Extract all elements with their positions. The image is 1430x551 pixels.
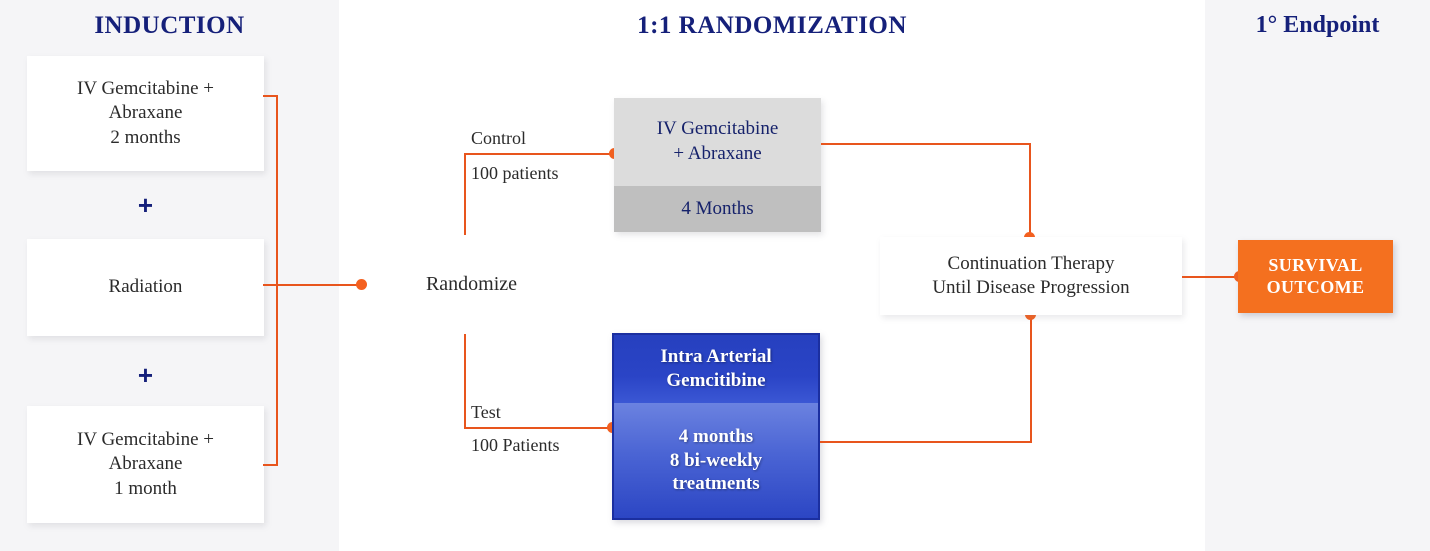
- continuation-line-2: Until Disease Progression: [932, 277, 1130, 298]
- connector-test-vertical: [464, 334, 466, 429]
- test-arm-detail: 4 months 8 bi-weekly treatments: [614, 403, 818, 518]
- induction-box-3-line-3: 1 month: [114, 477, 177, 499]
- randomize-decision-node: Randomize: [378, 233, 565, 336]
- test-arm-title-line-2: Gemcitibine: [666, 370, 766, 391]
- induction-box-1-line-2: Abraxane: [108, 102, 183, 124]
- test-arm-box: Intra Arterial Gemcitibine 4 months 8 bi…: [612, 333, 820, 520]
- continuation-therapy-box: Continuation Therapy Until Disease Progr…: [880, 237, 1182, 315]
- continuation-line-1: Continuation Therapy: [947, 252, 1115, 274]
- induction-box-3-line-1: IV Gemcitabine +: [77, 429, 214, 451]
- test-arm-title: Intra Arterial Gemcitibine: [614, 335, 818, 403]
- induction-box-1-line-1: IV Gemcitabine +: [77, 78, 214, 100]
- branch-label-control-patients: 100 patients: [471, 163, 559, 183]
- connector-test-horizontal: [464, 427, 617, 429]
- test-arm-title-line-1: Intra Arterial: [660, 346, 772, 368]
- connector-induction-spine: [276, 95, 278, 466]
- column-header-randomization: 1:1 RANDOMIZATION: [637, 12, 907, 39]
- test-arm-detail-line-3: treatments: [672, 473, 760, 495]
- connector-induction-stub-top: [263, 95, 278, 97]
- branch-label-control: Control: [471, 128, 527, 148]
- plus-sign-2: +: [137, 360, 154, 390]
- survival-outcome-box: SURVIVAL OUTCOME: [1238, 240, 1393, 313]
- induction-box-gem-abraxane-1month: IV Gemcitabine + Abraxane 1 month: [27, 406, 264, 523]
- connector-control-to-continuation-h: [821, 143, 1031, 145]
- connector-induction-to-randomize: [276, 284, 363, 286]
- plus-sign-1: +: [137, 190, 154, 220]
- control-arm-title: IV Gemcitabine + Abraxane: [614, 98, 821, 186]
- connector-induction-stub-bottom: [263, 464, 278, 466]
- induction-box-1-line-3: 2 months: [110, 126, 181, 148]
- column-header-induction: INDUCTION: [94, 12, 245, 39]
- connector-control-vertical: [464, 153, 466, 235]
- test-arm-detail-line-2: 8 bi-weekly: [669, 449, 763, 471]
- branch-label-test-patients: 100 Patients: [471, 435, 560, 455]
- induction-box-2-line-1: Radiation: [108, 276, 183, 298]
- connector-control-to-continuation-v: [1029, 143, 1031, 239]
- control-arm-duration: 4 Months: [614, 186, 821, 232]
- column-header-endpoint: 1° Endpoint: [1255, 12, 1380, 38]
- randomize-label: Randomize: [425, 273, 518, 295]
- connector-control-horizontal: [464, 153, 619, 155]
- induction-box-radiation: Radiation: [27, 239, 264, 336]
- control-arm-title-line-1: IV Gemcitabine: [656, 118, 779, 140]
- control-arm-title-line-2: + Abraxane: [673, 143, 762, 164]
- survival-outcome-line-2: OUTCOME: [1266, 276, 1365, 297]
- connector-continuation-to-survival: [1182, 276, 1242, 278]
- connector-test-to-continuation-h: [820, 441, 1032, 443]
- connector-dot-randomize-left: [356, 279, 367, 290]
- induction-box-3-line-2: Abraxane: [108, 453, 183, 475]
- control-arm-box: IV Gemcitabine + Abraxane 4 Months: [614, 98, 821, 232]
- induction-box-gem-abraxane-2months: IV Gemcitabine + Abraxane 2 months: [27, 56, 264, 171]
- branch-label-test: Test: [471, 402, 501, 422]
- connector-test-to-continuation-v: [1030, 315, 1032, 442]
- connector-induction-stub-middle: [263, 284, 278, 286]
- survival-outcome-line-1: SURVIVAL: [1268, 254, 1363, 275]
- test-arm-detail-line-1: 4 months: [678, 425, 754, 447]
